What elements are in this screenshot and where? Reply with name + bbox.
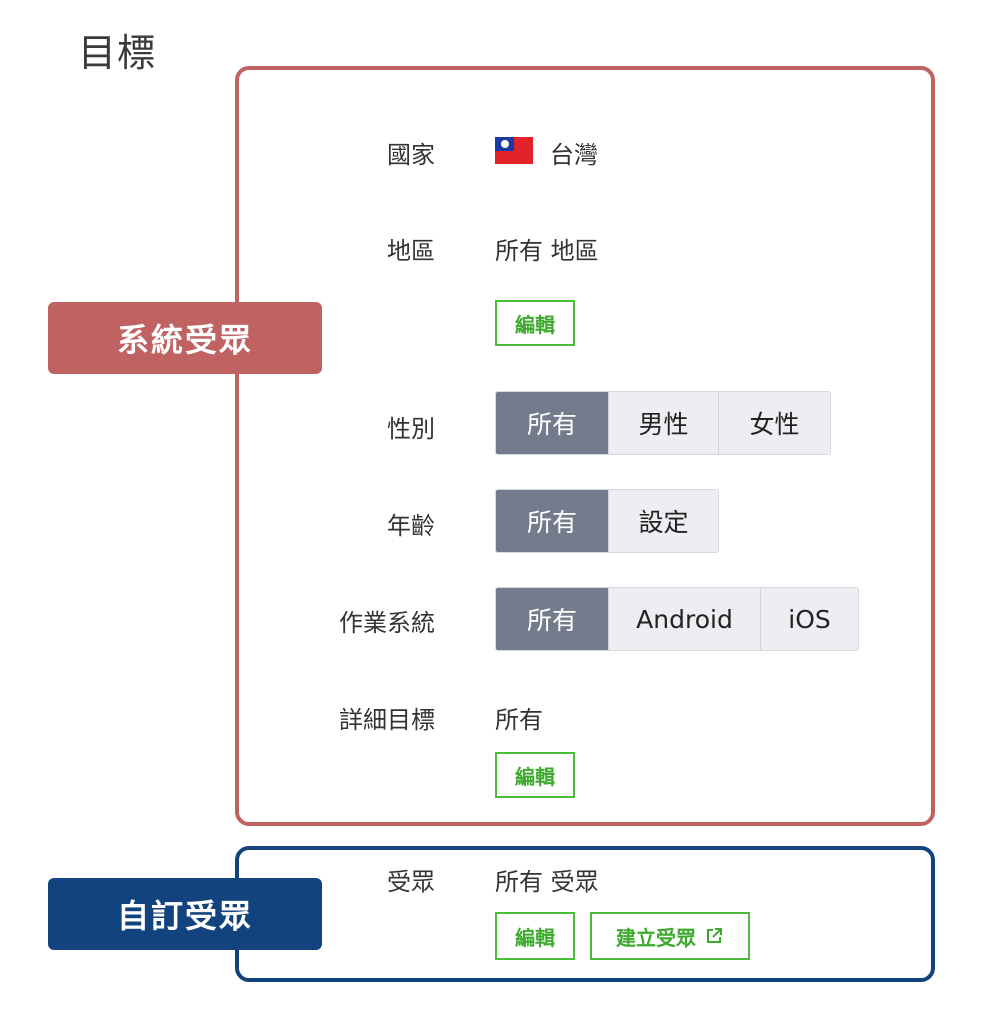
- page-title: 目標: [78, 31, 157, 75]
- os-option-ios[interactable]: iOS: [760, 588, 858, 650]
- age-option-custom[interactable]: 設定: [608, 490, 718, 552]
- system-audience-tag: 系統受眾: [48, 302, 322, 374]
- custom-audience-tag: 自訂受眾: [48, 878, 322, 950]
- os-segmented-control: 所有 Android iOS: [495, 587, 859, 651]
- region-edit-button[interactable]: 編輯: [495, 300, 575, 346]
- system-audience-frame: [235, 66, 935, 826]
- audience-label: 受眾: [387, 868, 435, 896]
- os-option-all[interactable]: 所有: [496, 588, 608, 650]
- detailed-targeting-value: 所有: [495, 706, 543, 734]
- detailed-targeting-edit-button[interactable]: 編輯: [495, 752, 575, 798]
- create-audience-button[interactable]: 建立受眾: [590, 912, 750, 960]
- external-link-icon: [707, 928, 722, 943]
- os-option-android[interactable]: Android: [608, 588, 760, 650]
- region-value: 所有 地區: [495, 237, 599, 265]
- create-audience-label: 建立受眾: [616, 925, 696, 950]
- gender-option-female[interactable]: 女性: [718, 392, 830, 454]
- audience-edit-button[interactable]: 編輯: [495, 912, 575, 960]
- age-segmented-control: 所有 設定: [495, 489, 719, 553]
- gender-option-all[interactable]: 所有: [496, 392, 608, 454]
- os-label: 作業系統: [339, 609, 435, 637]
- age-option-all[interactable]: 所有: [496, 490, 608, 552]
- taiwan-flag-icon: [495, 137, 533, 164]
- country-value: 台灣: [550, 141, 598, 169]
- audience-value: 所有 受眾: [495, 868, 599, 896]
- gender-segmented-control: 所有 男性 女性: [495, 391, 831, 455]
- country-label: 國家: [387, 141, 435, 169]
- region-label: 地區: [387, 237, 435, 265]
- gender-option-male[interactable]: 男性: [608, 392, 718, 454]
- gender-label: 性別: [387, 415, 435, 443]
- age-label: 年齡: [387, 512, 435, 540]
- detailed-targeting-label: 詳細目標: [339, 706, 435, 734]
